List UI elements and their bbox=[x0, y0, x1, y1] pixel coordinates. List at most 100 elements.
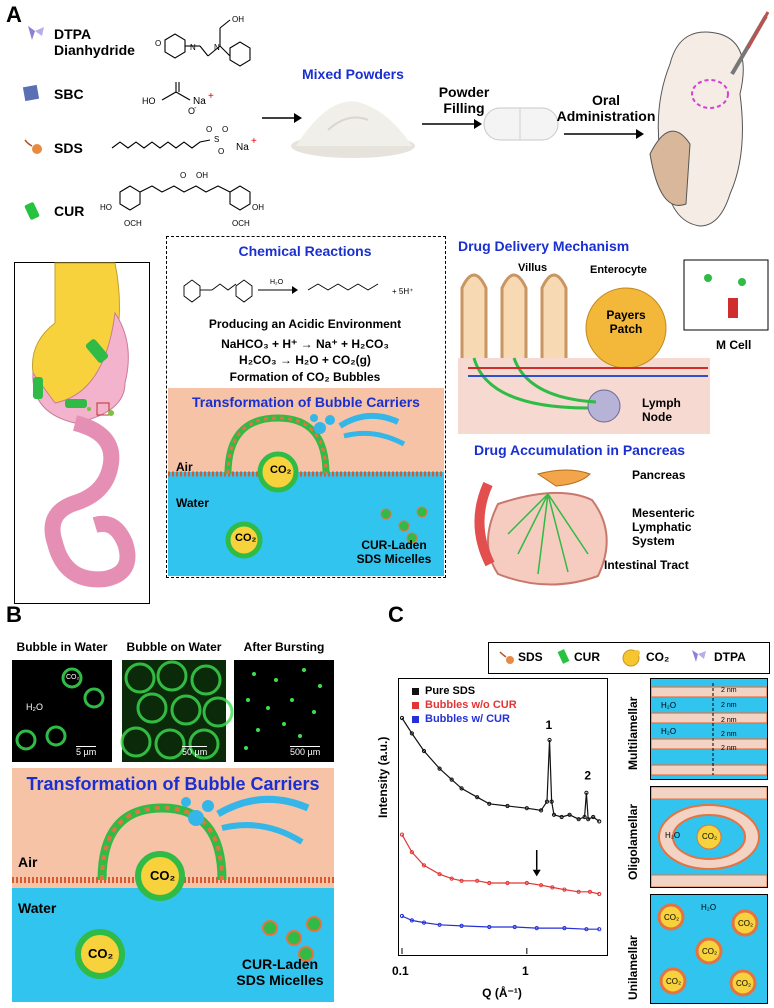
data-point-s1-3 bbox=[437, 872, 442, 877]
legend-label-sds: SDS bbox=[518, 650, 543, 664]
svg-text:O: O bbox=[155, 39, 161, 48]
data-point-s2-0 bbox=[399, 913, 405, 919]
data-point-s2-4 bbox=[459, 923, 464, 928]
legend-label-co2: CO₂ bbox=[646, 650, 670, 664]
data-point-s0-16 bbox=[567, 812, 572, 817]
data-point-s0-5 bbox=[459, 786, 464, 791]
mesenteric-label: Mesenteric Lymphatic System bbox=[632, 506, 695, 548]
spacing-5: 2 nm bbox=[721, 745, 737, 752]
svg-text:O: O bbox=[206, 125, 212, 134]
cur-structure: O OH HO OCH OH OCH bbox=[100, 171, 264, 228]
bubble-network-image bbox=[120, 660, 234, 760]
legend-label-dtpa: DTPA bbox=[714, 650, 746, 664]
co2-label-uni-4: CO₂ bbox=[666, 977, 682, 986]
data-point-s2-6 bbox=[512, 924, 517, 930]
arrow-annotation-head bbox=[532, 869, 541, 877]
ingredient-sds: SDS bbox=[54, 140, 83, 156]
ingredient-dtpa: DTPA Dianhydride bbox=[54, 26, 135, 58]
pancreas-illustration bbox=[474, 469, 608, 586]
chart-ylabel: Intensity (a.u.) bbox=[376, 736, 390, 818]
data-point-s0-2 bbox=[421, 748, 427, 754]
data-point-s0-8 bbox=[505, 803, 510, 809]
multilamellar-layers bbox=[651, 683, 767, 776]
h2o-label-oligo: H₂O bbox=[665, 831, 681, 840]
data-point-s1-11 bbox=[550, 885, 555, 890]
svg-text:OCH: OCH bbox=[124, 219, 142, 228]
legend-entry-w-cur: Bubbles w/ CUR bbox=[412, 712, 517, 726]
scattered-micelles-image bbox=[244, 668, 322, 750]
data-point-s1-12 bbox=[562, 887, 567, 892]
data-point-s1-2 bbox=[421, 863, 427, 868]
reagent-label: H₂O bbox=[270, 279, 284, 286]
data-point-s0-0 bbox=[399, 715, 405, 721]
spacing-4: 2 nm bbox=[721, 731, 737, 738]
water-region-b bbox=[12, 888, 334, 1002]
reaction-line-3: H₂CO₃ → H₂O + CO₂(g) bbox=[239, 353, 371, 367]
legend-label-cur: CUR bbox=[574, 650, 600, 664]
svg-text:O: O bbox=[222, 125, 228, 134]
micrograph-title-2: Bubble on Water bbox=[126, 640, 222, 654]
svg-text:OH: OH bbox=[252, 203, 264, 212]
scale-bar-2: 50 µm bbox=[182, 746, 208, 757]
co2-label-micro: CO₂ bbox=[66, 674, 80, 681]
scale-bar-3: 500 µm bbox=[290, 746, 321, 757]
peak-label-1: 1 bbox=[546, 718, 553, 732]
data-point-s0-6 bbox=[475, 795, 480, 800]
intestinal-label: Intestinal Tract bbox=[604, 558, 689, 572]
transformation-title-b: Transformation of Bubble Carriers bbox=[26, 774, 320, 794]
cur-laden-label-a: CUR-Laden SDS Micelles bbox=[356, 538, 432, 566]
powder-filling-label: Powder Filling bbox=[438, 84, 490, 116]
side-label-multilamellar: Multilamellar bbox=[626, 696, 640, 770]
chart-xlabel: Q (Å⁻¹) bbox=[482, 986, 522, 1000]
micrograph-bubble-in-water: H₂O CO₂ 5 µm bbox=[12, 660, 112, 762]
legend-entry-wo-cur: Bubbles w/o CUR bbox=[412, 698, 517, 712]
chemical-reactions-title: Chemical Reactions bbox=[238, 243, 372, 259]
data-point-s0-19 bbox=[584, 790, 589, 795]
xtick-0: 0.1 bbox=[392, 964, 409, 978]
drug-delivery-title: Drug Delivery Mechanism bbox=[458, 238, 630, 254]
svg-text:O: O bbox=[218, 147, 224, 156]
pancreas-label: Pancreas bbox=[632, 468, 686, 482]
arrow-to-powder bbox=[262, 113, 302, 123]
data-point-s0-1 bbox=[409, 731, 414, 736]
water-region-a bbox=[168, 472, 444, 576]
data-point-s0-4 bbox=[449, 777, 454, 782]
data-point-s2-10 bbox=[597, 927, 602, 932]
co2-label-a2: CO₂ bbox=[235, 532, 257, 544]
powder-pile bbox=[291, 101, 415, 158]
water-label-a: Water bbox=[176, 496, 209, 510]
reaction-line-2: NaHCO₃ + H⁺ → Na⁺ + H₂CO₃ bbox=[221, 337, 389, 351]
side-label-unilamellar: Unilamellar bbox=[626, 935, 640, 1000]
data-point-s2-2 bbox=[421, 920, 427, 925]
data-point-s1-1 bbox=[409, 850, 414, 855]
spacing-1: 2 nm bbox=[721, 687, 737, 694]
h2o-label-multi-2: H₂O bbox=[661, 727, 677, 736]
drug-accumulation-title: Drug Accumulation in Pancreas bbox=[474, 442, 686, 458]
air-region-a bbox=[168, 388, 444, 472]
unilamellar-vesicles bbox=[657, 903, 759, 997]
micrograph-title-3: After Bursting bbox=[243, 640, 325, 654]
data-point-s0-11 bbox=[544, 799, 550, 804]
data-point-s0-22 bbox=[597, 819, 602, 824]
cur-icon bbox=[24, 201, 40, 221]
svg-text:N: N bbox=[190, 43, 196, 52]
legend-entry-pure-sds: Pure SDS bbox=[412, 684, 517, 698]
data-point-s1-9 bbox=[524, 880, 529, 886]
spacing-2: 2 nm bbox=[721, 702, 737, 709]
data-point-s0-15 bbox=[559, 814, 564, 820]
sbc-plus: + bbox=[208, 91, 214, 102]
villus-illustration bbox=[458, 259, 769, 434]
svg-text:HO: HO bbox=[100, 203, 112, 212]
saxs-chart: 12 bbox=[399, 715, 602, 954]
svg-text:O: O bbox=[188, 106, 195, 116]
data-point-s1-10 bbox=[538, 883, 544, 888]
co2-label-b2: CO₂ bbox=[88, 946, 114, 961]
data-point-s0-10 bbox=[538, 808, 544, 813]
data-point-s0-21 bbox=[591, 814, 596, 820]
legend-box bbox=[488, 642, 770, 674]
sds-icon bbox=[24, 139, 42, 154]
hydrolysis-scheme: H₂O + 5H⁺ bbox=[183, 279, 413, 303]
sds-plus: + bbox=[251, 136, 257, 147]
h2o-label-multi-1: H₂O bbox=[661, 701, 677, 710]
capsule-icon bbox=[483, 107, 559, 141]
